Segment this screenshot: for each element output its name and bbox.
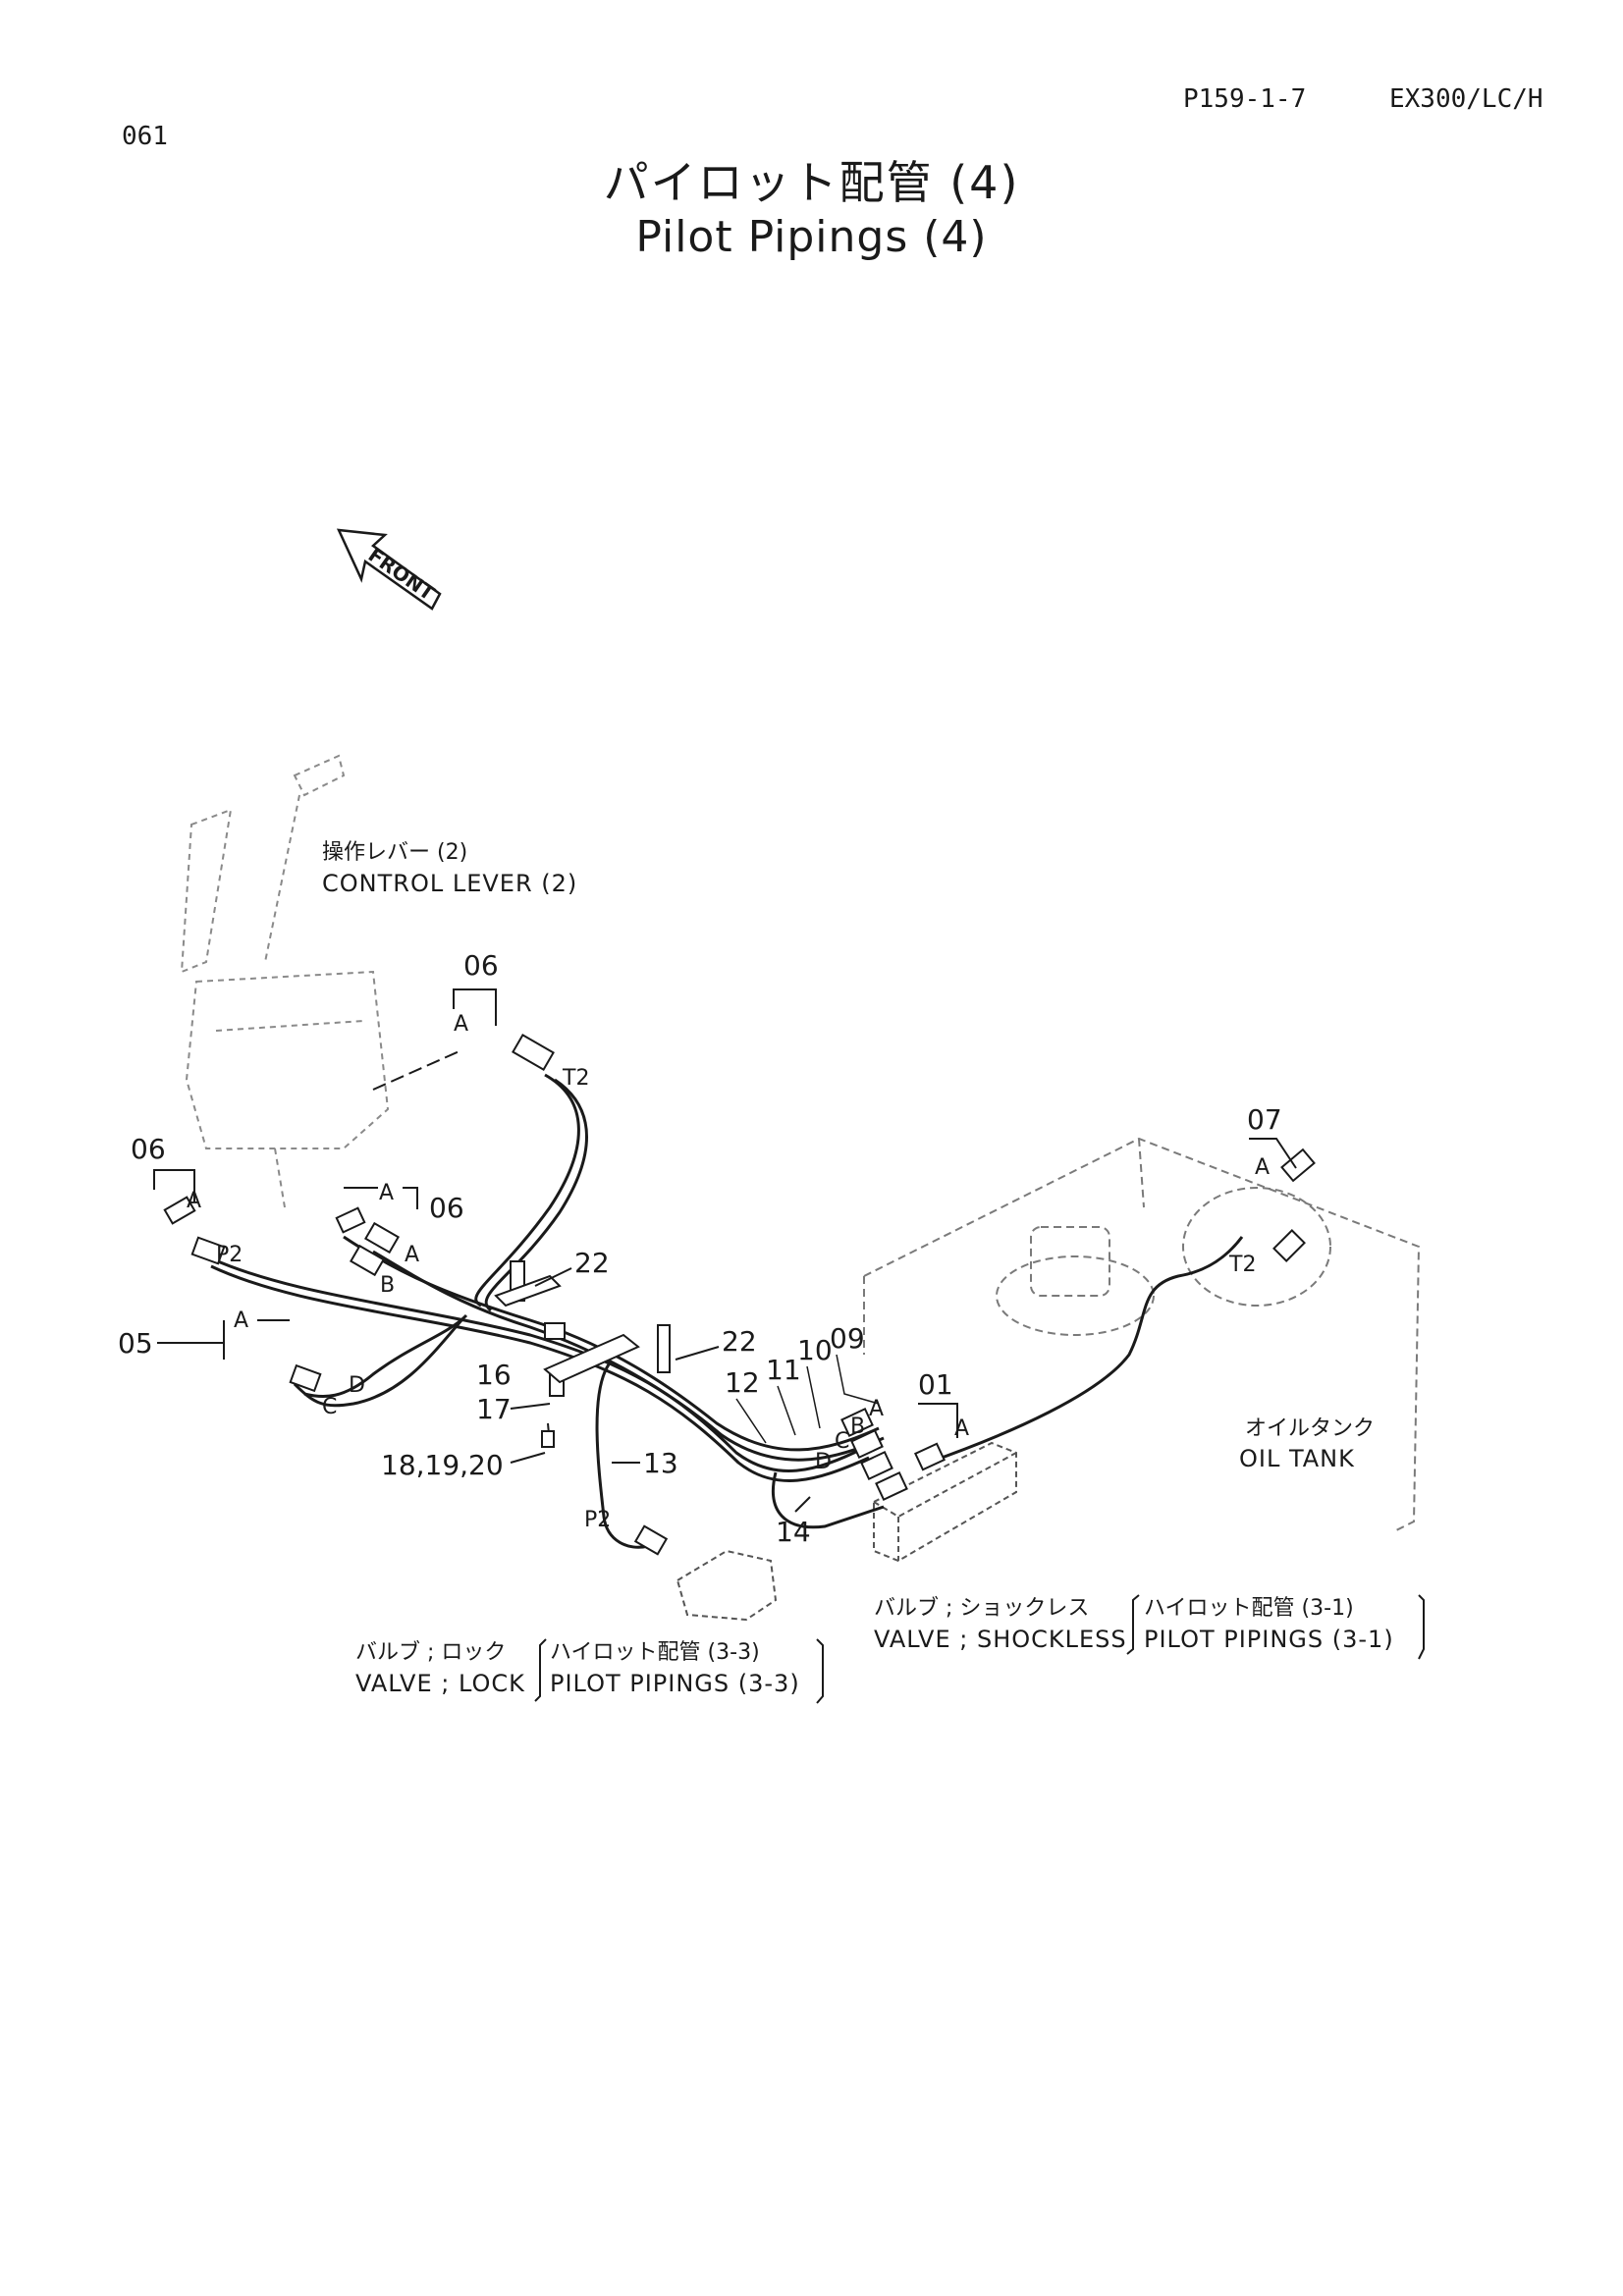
port-label-p2: P2 xyxy=(216,1243,243,1267)
port-label-c: C xyxy=(322,1395,337,1419)
callout-07: 07 xyxy=(1247,1103,1282,1136)
valve-shockless-block xyxy=(873,1441,1017,1563)
valve-shockless-jp-label: バルブ ; ショックレス xyxy=(874,1596,1089,1621)
callout-14: 14 xyxy=(776,1516,811,1548)
callout-12: 12 xyxy=(725,1366,760,1399)
page-code: 061 xyxy=(122,122,168,151)
port-label-a: A xyxy=(405,1243,419,1267)
part-reference: P159-1-7 xyxy=(1183,84,1307,114)
port-label-t2: T2 xyxy=(562,1066,589,1091)
pilot-hoses xyxy=(210,1073,1244,1549)
callout-11: 11 xyxy=(766,1354,801,1386)
callout-18-19-20: 18,19,20 xyxy=(381,1449,504,1481)
port-label-a: A xyxy=(379,1181,394,1205)
oil-tank-label: OIL TANK xyxy=(1239,1445,1355,1472)
oil-tank-jp-label: オイルタンク xyxy=(1245,1416,1375,1441)
control-lever-drawing xyxy=(180,754,390,1208)
port-label-a: A xyxy=(187,1189,201,1213)
title-japanese: パイロット配管 (4) xyxy=(603,156,1020,209)
callout-01: 01 xyxy=(918,1368,953,1401)
callout-06-right: 06 xyxy=(429,1192,464,1224)
callout-16: 16 xyxy=(476,1359,512,1391)
callout-22-lower: 22 xyxy=(722,1325,757,1358)
valve-shockless-ref: PILOT PIPINGS (3-1) xyxy=(1144,1626,1394,1653)
port-label-b: B xyxy=(850,1415,865,1439)
oil-tank-drawing xyxy=(863,1137,1421,1532)
port-label-t2: T2 xyxy=(1228,1253,1256,1277)
valve-lock-jp-label: バルブ ; ロック xyxy=(355,1640,506,1665)
control-lever-label: CONTROL LEVER (2) xyxy=(322,870,577,897)
valve-lock-ref: PILOT PIPINGS (3-3) xyxy=(550,1670,800,1697)
valve-lock-jp-ref: ハイロット配管 (3-3) xyxy=(550,1640,760,1665)
port-label-a: A xyxy=(954,1416,969,1441)
front-arrow-label: FRONT xyxy=(364,543,440,606)
valve-shockless-jp-ref: ハイロット配管 (3-1) xyxy=(1144,1596,1354,1621)
valve-lock-label: VALVE ; LOCK xyxy=(355,1670,525,1697)
callout-10: 10 xyxy=(797,1334,833,1366)
valve-lock-drawing xyxy=(676,1549,778,1622)
port-label-a: A xyxy=(1255,1155,1270,1180)
port-label-c: C xyxy=(835,1429,849,1454)
callout-06-top: 06 xyxy=(463,949,499,982)
fittings xyxy=(163,1033,1316,1556)
port-label-a: A xyxy=(234,1308,248,1333)
callout-06-left: 06 xyxy=(131,1133,166,1165)
valve-shockless-label: VALVE ; SHOCKLESS xyxy=(874,1626,1127,1653)
callout-09: 09 xyxy=(830,1322,865,1355)
callout-05: 05 xyxy=(118,1327,153,1360)
control-lever-jp-label: 操作レバー (2) xyxy=(322,840,467,865)
port-label-d: D xyxy=(815,1450,832,1474)
port-label-b: B xyxy=(380,1273,395,1298)
callout-22-upper: 22 xyxy=(574,1247,610,1279)
clamps xyxy=(494,1260,671,1384)
port-label-a: A xyxy=(454,1012,468,1037)
front-arrow: FRONT xyxy=(336,528,442,611)
title-english: Pilot Pipings (4) xyxy=(635,212,988,262)
port-label-d: D xyxy=(349,1373,365,1398)
port-label-a: A xyxy=(869,1397,884,1421)
callout-17: 17 xyxy=(476,1393,512,1425)
port-label-p2: P2 xyxy=(584,1508,611,1532)
callout-13: 13 xyxy=(643,1447,678,1479)
model-number: EX300/LC/H xyxy=(1389,84,1543,114)
